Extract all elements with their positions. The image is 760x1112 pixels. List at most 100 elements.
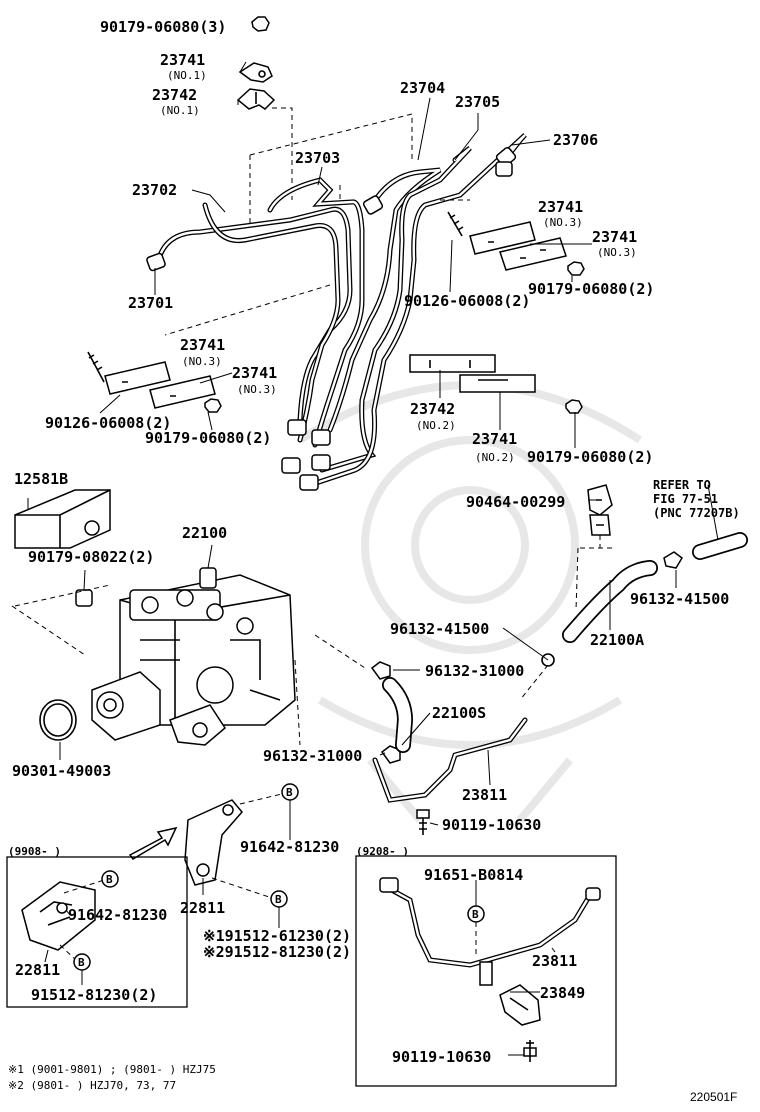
label-23741: 23741: [160, 51, 205, 69]
pipe-nut-icon: [146, 146, 517, 491]
label-90179-06080-3: 90179-06080(3): [100, 18, 226, 36]
label-23704: 23704: [400, 79, 445, 97]
label-refer-pnc: (PNC 77207B): [653, 506, 740, 520]
label-23701: 23701: [128, 294, 173, 312]
label-90126-06008-2: 90126-06008(2): [404, 292, 530, 310]
footnote-1: ※1 (9001-9801) ; (9801- ) HZJ75: [8, 1063, 216, 1076]
label-no2: (NO.2): [475, 451, 515, 464]
label-91642-81230: 91642-81230: [240, 838, 339, 856]
label-91651-b0814: 91651-B0814: [424, 866, 523, 884]
label-12581b: 12581B: [14, 470, 68, 488]
label-23742: 23742: [410, 400, 455, 418]
footnote-2: ※2 (9801- ) HZJ70, 73, 77: [8, 1079, 176, 1092]
assembly-dashed-line: [211, 791, 291, 899]
bolt-90119-icon: [416, 809, 430, 835]
bolt-b-marker-icon: [270, 783, 299, 908]
label-90179-06080-2: 90179-06080(2): [528, 280, 654, 298]
label-no3: (NO.3): [543, 216, 583, 229]
label-91512-81230-2: 91512-81230(2): [31, 986, 157, 1004]
assembly-dashed-line: [11, 584, 366, 746]
label-90179-06080-2: 90179-06080(2): [527, 448, 653, 466]
label-91642-81230: 91642-81230: [68, 906, 167, 924]
nut-icon: [567, 261, 585, 276]
label-23705: 23705: [455, 93, 500, 111]
arrow-icon: [128, 826, 178, 860]
label-23741: 23741: [538, 198, 583, 216]
hose-clamp-icon: [370, 551, 683, 764]
bolt-icon: [447, 211, 464, 237]
label-90179-08022-2: 90179-08022(2): [28, 548, 154, 566]
clamp-no3-icon: [104, 361, 216, 409]
label-96132-31000: 96132-31000: [425, 662, 524, 680]
label-no3: (NO.3): [237, 383, 277, 396]
label-23741: 23741: [180, 336, 225, 354]
label-23741: 23741: [592, 228, 637, 246]
label-90179-06080-2: 90179-06080(2): [145, 429, 271, 447]
label-x1-91512-61230: ※191512-61230(2): [203, 927, 351, 945]
bolt-icon: [87, 351, 105, 383]
hose-22100a-icon: [562, 532, 748, 643]
bracket-22811-icon: [184, 799, 243, 886]
label-96132-41500: 96132-41500: [390, 620, 489, 638]
pipe-23811-variant-icon: [379, 877, 601, 986]
leader-lines: [27, 61, 719, 1056]
label-23741: 23741: [232, 364, 277, 382]
label-23742: 23742: [152, 86, 197, 104]
bracket-22811-variant-icon: [21, 881, 96, 951]
label-23849: 23849: [540, 984, 585, 1002]
label-x2-91512-81230: ※291512-81230(2): [203, 943, 351, 961]
variant-box-9908: [6, 856, 188, 1008]
injection-pipes: [155, 133, 527, 488]
cover-12581b-icon: [14, 489, 111, 549]
label-90119-10630: 90119-10630: [442, 816, 541, 834]
b-marker-label: B: [286, 786, 293, 799]
label-range-9908: (9908- ): [8, 845, 61, 858]
label-23811: 23811: [462, 786, 507, 804]
assembly-dashed-line: [249, 107, 413, 225]
o-ring-icon: [39, 699, 77, 741]
bracket-23849-icon: [499, 984, 541, 1026]
label-no1: (NO.1): [167, 69, 207, 82]
clamp-no1-icon: [238, 62, 273, 83]
label-96132-41500: 96132-41500: [630, 590, 729, 608]
assembly-dashed-line: [575, 535, 615, 611]
clamp-no2-icon: [409, 354, 536, 393]
label-22100: 22100: [182, 524, 227, 542]
clamp-no3-icon: [469, 221, 567, 271]
label-refer-fig: FIG 77-51: [653, 492, 718, 506]
label-23741: 23741: [472, 430, 517, 448]
hose-22100s-icon: [382, 677, 414, 753]
b-marker-label: B: [106, 873, 113, 886]
b-marker-label: B: [472, 908, 479, 921]
clip-90464-icon: [587, 484, 613, 536]
assembly-dashed-line: [164, 199, 470, 336]
nut-icon: [565, 399, 583, 414]
label-96132-31000: 96132-31000: [263, 747, 362, 765]
assembly-dashed-line: [519, 664, 549, 701]
b-marker-label: B: [275, 893, 282, 906]
label-22100a: 22100A: [590, 631, 644, 649]
label-no3: (NO.3): [182, 355, 222, 368]
label-23811: 23811: [532, 952, 577, 970]
pipe-23811-icon: [372, 717, 528, 803]
label-23703: 23703: [295, 149, 340, 167]
part-labels: 90179-06080(3) 23741 (NO.1) 23742 (NO.1)…: [8, 18, 740, 1104]
bolt-90119-icon: [523, 1040, 537, 1062]
label-22811: 22811: [15, 961, 60, 979]
label-22100s: 22100S: [432, 704, 486, 722]
label-no2: (NO.2): [416, 419, 456, 432]
label-90126-06008-2: 90126-06008(2): [45, 414, 171, 432]
nut-icon: [251, 16, 270, 32]
label-refer-to: REFER TO: [653, 478, 711, 492]
label-90464-00299: 90464-00299: [466, 493, 565, 511]
label-22811: 22811: [180, 899, 225, 917]
label-no1: (NO.1): [160, 104, 200, 117]
nut-icon: [204, 398, 222, 413]
label-range-9208: (9208- ): [356, 845, 409, 858]
injection-pump-icon: [91, 567, 296, 746]
clamp-no1-lower-icon: [236, 88, 276, 110]
figure-id: 220501F: [690, 1090, 737, 1104]
label-90119-10630: 90119-10630: [392, 1048, 491, 1066]
label-23706: 23706: [553, 131, 598, 149]
